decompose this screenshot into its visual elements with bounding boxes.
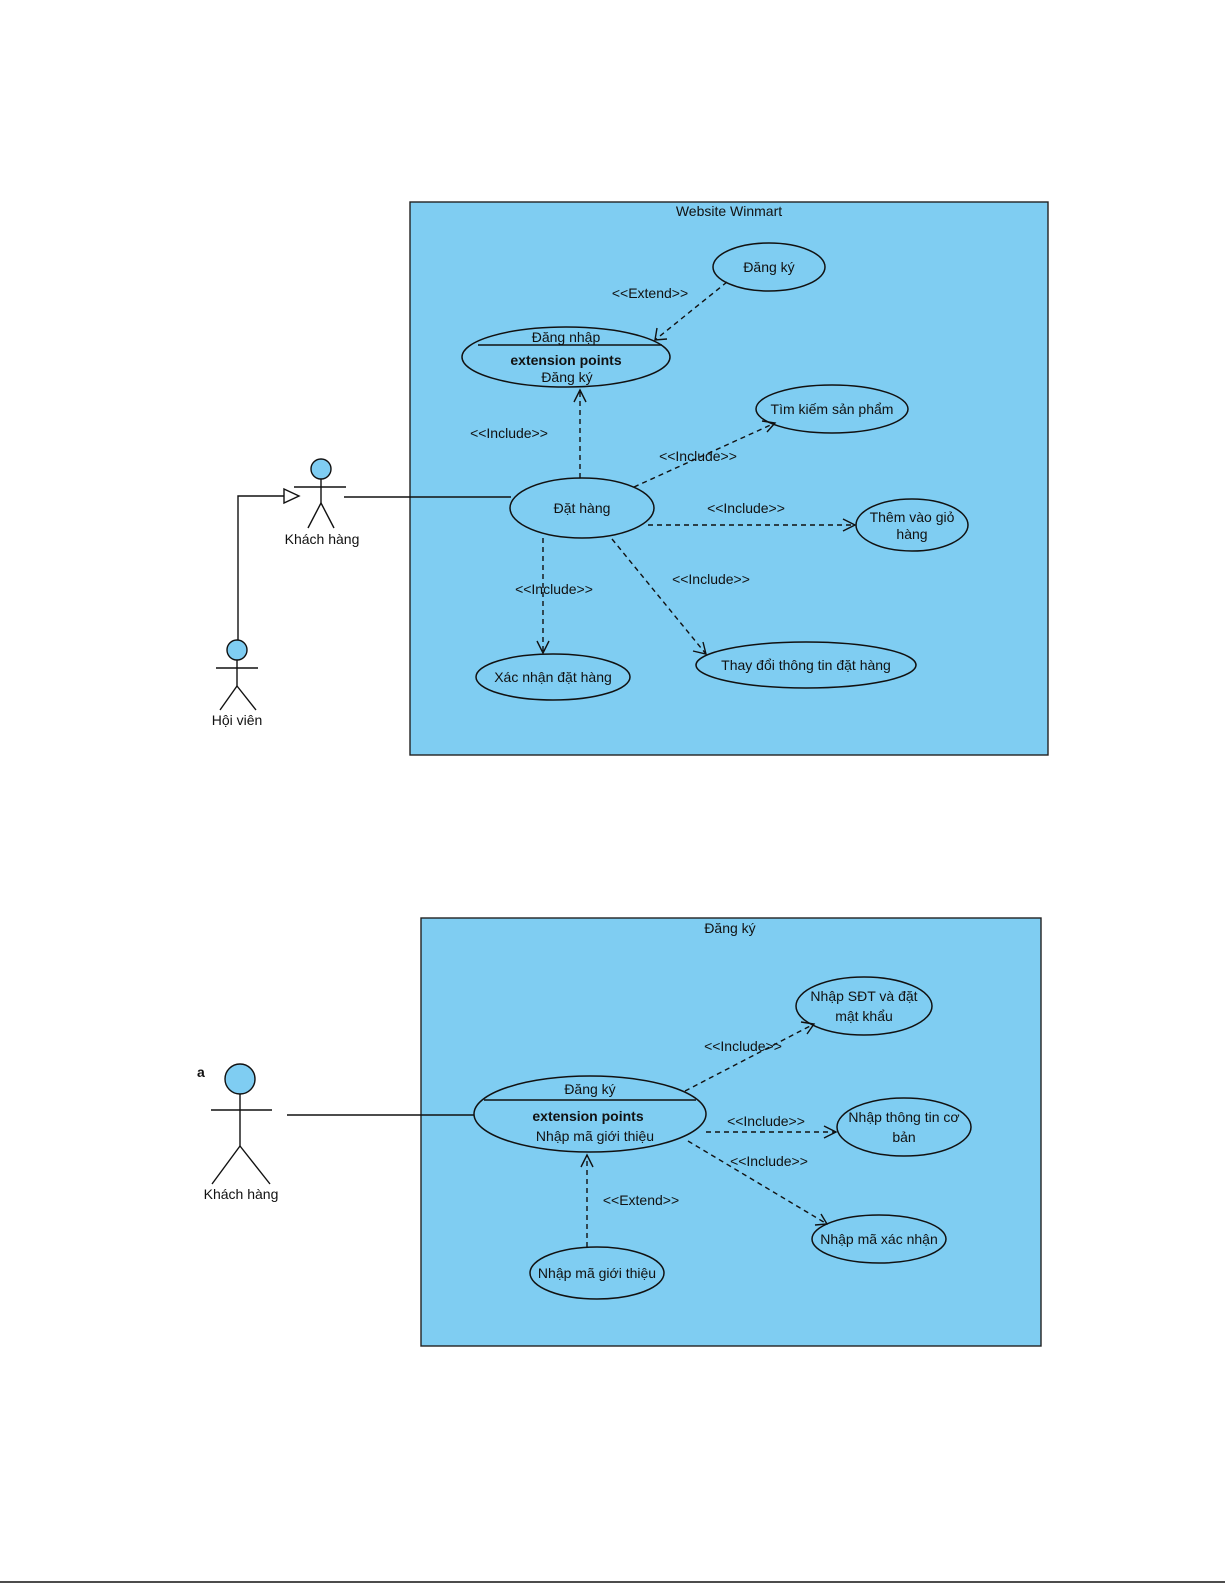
include-arrow-gio-hang: [648, 518, 857, 532]
usecase-label: Đăng ký: [564, 1081, 615, 1097]
usecase-dang-ky[interactable]: Đăng ký: [712, 242, 826, 292]
diagram-dang-ky: a Đăng ký Khách hàng Đăng ký extension p…: [197, 917, 1042, 1347]
usecase-nhap-thong-tin-co-ban[interactable]: Nhập thông tin cơ bản: [836, 1097, 972, 1157]
actor-khach-hang[interactable]: Khách hàng: [204, 1063, 279, 1202]
actor-label: Khách hàng: [204, 1186, 279, 1202]
include-label: <<Include>>: [727, 1113, 805, 1129]
usecase-label-line2: mật khẩu: [835, 1008, 893, 1024]
usecase-label-line2: bản: [892, 1129, 915, 1145]
usecase-dat-hang[interactable]: Đặt hàng: [509, 477, 655, 539]
usecase-label-line1: Thêm vào giỏ: [870, 509, 955, 525]
include-label: <<Include>>: [672, 571, 750, 587]
usecase-thay-doi-thong-tin-dat-hang[interactable]: Thay đổi thông tin đặt hàng: [695, 641, 917, 689]
actor-label: Hội viên: [212, 712, 263, 728]
extension-point-item: Đăng ký: [541, 369, 592, 385]
hollow-triangle-arrowhead: [283, 487, 301, 505]
usecase-label: Nhập mã xác nhận: [820, 1231, 938, 1247]
actor-khach-hang[interactable]: Khách hàng: [285, 458, 360, 547]
usecase-label: Nhập mã giới thiệu: [538, 1265, 656, 1281]
usecase-label-line1: Nhập SĐT và đặt: [810, 988, 917, 1004]
include-label: <<Include>>: [707, 500, 785, 516]
include-arrow-ma-xac-nhan: [687, 1140, 829, 1226]
include-arrow-tim-kiem: [633, 420, 777, 488]
include-arrow-thong-tin-co-ban: [706, 1125, 838, 1139]
include-arrow-dang-nhap: [573, 388, 587, 478]
actor-head: [310, 458, 332, 480]
extension-point-item: Nhập mã giới thiệu: [536, 1128, 654, 1144]
system-title: Website Winmart: [676, 203, 782, 219]
extension-points-heading: extension points: [510, 352, 621, 368]
extend-label: <<Extend>>: [612, 285, 688, 301]
usecase-label-line1: Nhập thông tin cơ: [848, 1109, 959, 1125]
include-arrow-nhap-sdt: [684, 1021, 816, 1092]
usecase-label-line2: hàng: [896, 526, 927, 542]
actor-hoi-vien[interactable]: Hội viên: [212, 639, 263, 728]
usecase-them-vao-gio-hang[interactable]: Thêm vào giỏ hàng: [855, 498, 969, 552]
usecase-tim-kiem-san-pham[interactable]: Tìm kiếm sản phẩm: [755, 384, 909, 434]
usecase-label: Xác nhận đặt hàng: [494, 669, 612, 685]
include-label: <<Include>>: [470, 425, 548, 441]
usecase-nhap-ma-xac-nhan[interactable]: Nhập mã xác nhận: [811, 1214, 947, 1264]
usecase-label: Đăng ký: [743, 259, 794, 275]
stray-label: a: [197, 1064, 205, 1080]
usecase-label: Đặt hàng: [554, 500, 611, 516]
usecase-dang-ky-main[interactable]: Đăng ký extension points Nhập mã giới th…: [473, 1075, 707, 1153]
actor-label: Khách hàng: [285, 531, 360, 547]
usecase-label: Đăng nhập: [532, 329, 601, 345]
system-title: Đăng ký: [704, 920, 755, 936]
extend-arrow-dang-ky: [654, 281, 728, 341]
usecase-nhap-sdt-mat-khau[interactable]: Nhập SĐT và đặt mật khẩu: [795, 976, 933, 1036]
actor-head: [226, 639, 248, 661]
include-label: <<Include>>: [704, 1038, 782, 1054]
generalization-arrow: [237, 487, 301, 640]
usecase-label: Thay đổi thông tin đặt hàng: [721, 657, 891, 673]
usecase-label: Tìm kiếm sản phẩm: [771, 401, 894, 417]
include-label: <<Include>>: [730, 1153, 808, 1169]
actor-head: [224, 1063, 256, 1095]
usecase-xac-nhan-dat-hang[interactable]: Xác nhận đặt hàng: [475, 653, 631, 701]
include-label: <<Include>>: [659, 448, 737, 464]
diagram-website-winmart: Website Winmart Khách hàng Hội viên: [212, 201, 1049, 756]
usecase-dang-nhap[interactable]: Đăng nhập extension points Đăng ký: [461, 326, 671, 388]
usecase-nhap-ma-gioi-thieu[interactable]: Nhập mã giới thiệu: [529, 1246, 665, 1300]
include-label: <<Include>>: [515, 581, 593, 597]
include-arrow-thay-doi: [611, 538, 707, 655]
include-arrow-xac-nhan: [536, 538, 550, 655]
extension-points-heading: extension points: [532, 1108, 643, 1124]
extend-label: <<Extend>>: [603, 1192, 679, 1208]
extend-arrow-ma-gioi-thieu: [580, 1153, 594, 1247]
